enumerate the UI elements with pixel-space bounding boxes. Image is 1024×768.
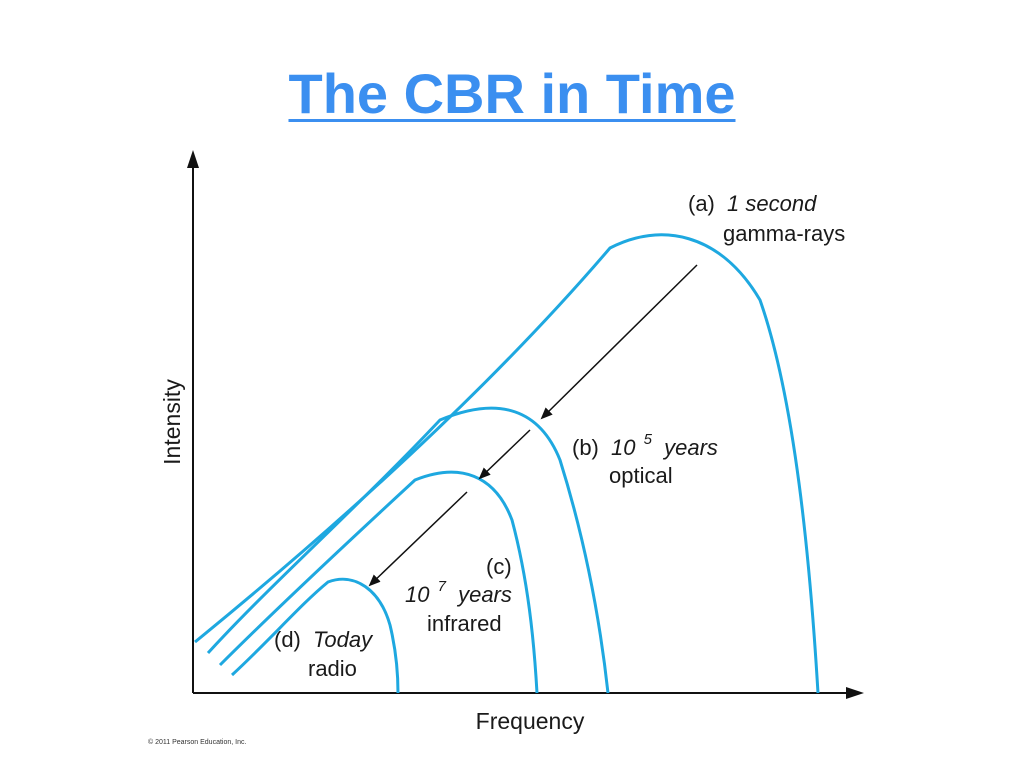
label-b-time-exp: 5 xyxy=(644,431,653,448)
label-d-line1: (d) Today xyxy=(274,627,374,652)
label-d-band: radio xyxy=(308,656,357,681)
label-d-tag: (d) xyxy=(274,627,301,652)
label-b-time-unit: years xyxy=(662,435,718,460)
label-d-time: Today xyxy=(313,627,374,652)
y-axis-arrow xyxy=(187,150,199,168)
label-b-tag: (b) xyxy=(572,435,599,460)
label-a-tag: (a) xyxy=(688,191,715,216)
curve-c-10-7-years xyxy=(218,470,539,694)
label-c-time-unit: years xyxy=(456,582,512,607)
arrow-b-to-c xyxy=(478,429,531,480)
curve-d-today xyxy=(230,577,400,694)
arrow-c-to-d xyxy=(368,491,468,587)
slide-title: The CBR in Time xyxy=(288,62,736,125)
y-axis-label: Intensity xyxy=(159,379,185,465)
label-a-band: gamma-rays xyxy=(723,221,845,246)
label-c-band: infrared xyxy=(427,611,502,636)
label-b-time-base: 10 xyxy=(611,435,636,460)
curve-a-1-second xyxy=(194,233,820,694)
label-a-time: 1 second xyxy=(727,191,817,216)
arrow-a-to-b xyxy=(540,264,698,420)
copyright-notice: © 2011 Pearson Education, Inc. xyxy=(148,739,247,746)
label-a-line1: (a) 1 second xyxy=(688,191,817,216)
curve-b-10-5-years xyxy=(206,406,610,694)
label-c-line2: 10 7 years xyxy=(405,571,512,607)
label-b-band: optical xyxy=(609,463,673,488)
x-axis-arrow xyxy=(846,687,864,699)
label-c-time-base: 10 xyxy=(405,582,430,607)
label-c-tag: (c) xyxy=(486,554,512,579)
label-b-line1: (b) 10 5 years xyxy=(572,424,718,460)
label-c-time-exp: 7 xyxy=(438,578,447,595)
x-axis-label: Frequency xyxy=(476,708,585,734)
